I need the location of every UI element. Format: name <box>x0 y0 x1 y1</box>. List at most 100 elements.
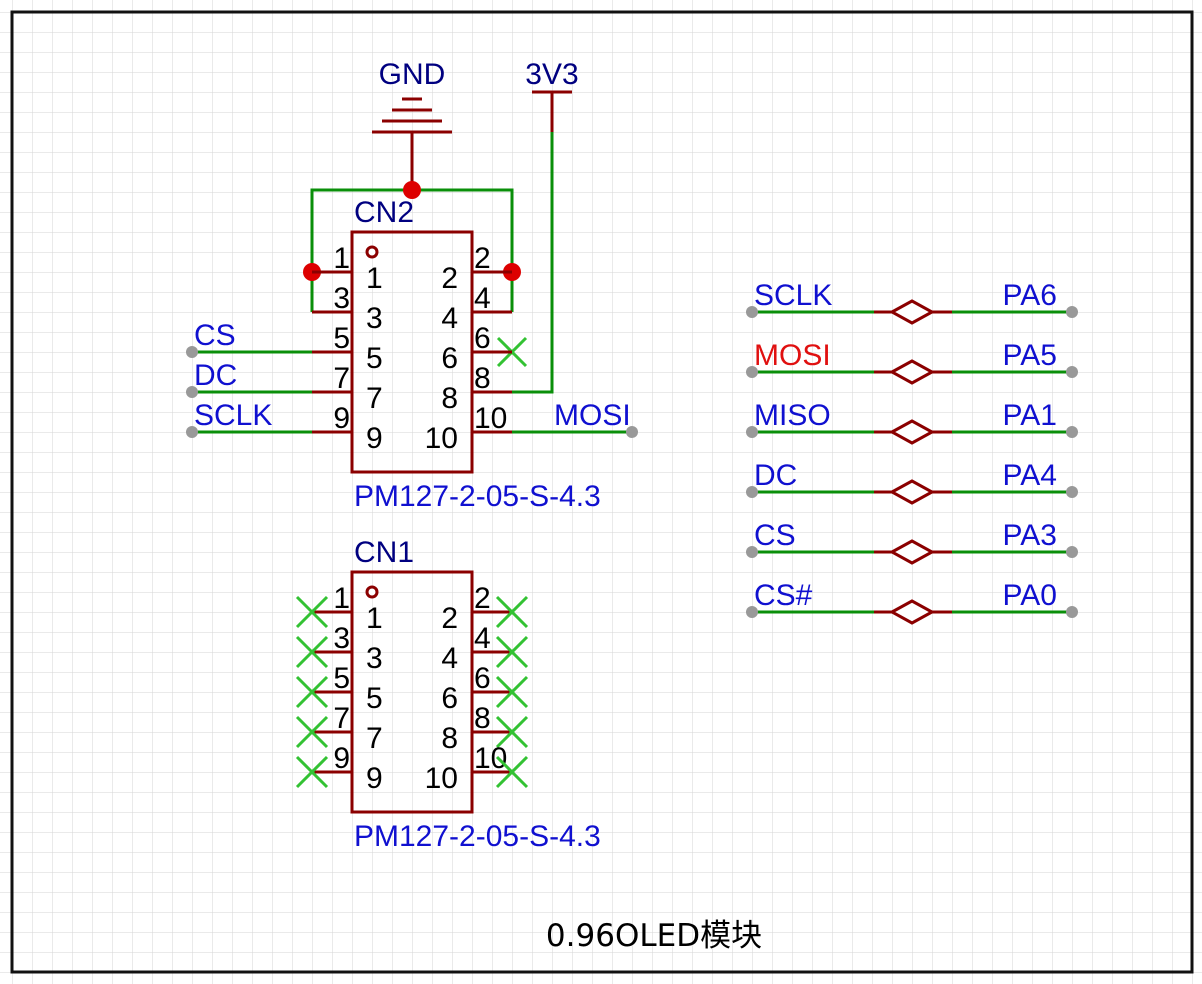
net-label-dc[interactable]: DC <box>194 359 237 392</box>
pin-number: 5 <box>333 662 350 695</box>
pin-number: 3 <box>333 622 350 655</box>
net-map-right-label: PA0 <box>1003 579 1057 612</box>
net-map-left-label: MOSI <box>754 339 831 372</box>
noconnect-mark <box>495 635 529 669</box>
net-label-cs[interactable]: CS <box>194 319 236 352</box>
net-end-dot <box>746 366 758 378</box>
pin-name: 1 <box>366 262 383 295</box>
gnd-symbol[interactable]: GND <box>372 58 452 190</box>
pin-number: 9 <box>333 402 350 435</box>
net-map-row[interactable]: CS PA3 <box>746 519 1078 565</box>
pin-name: 5 <box>366 342 383 375</box>
net-port-diamond <box>888 599 936 625</box>
pin-name: 9 <box>366 422 383 455</box>
net-end-dot <box>626 426 638 438</box>
net-label-sclk[interactable]: SCLK <box>194 399 272 432</box>
pin-name: 3 <box>366 302 383 335</box>
net-end-dot <box>1066 306 1078 318</box>
noconnect-mark <box>495 755 529 789</box>
net-map-right-label: PA3 <box>1003 519 1057 552</box>
pin-number: 1 <box>333 582 350 615</box>
pin-number: 2 <box>474 582 491 615</box>
pin-name: 6 <box>441 682 458 715</box>
net-map-left-label: CS <box>754 519 796 552</box>
net-map-right-label: PA4 <box>1003 459 1057 492</box>
net-port-diamond <box>888 419 936 445</box>
net-map-right-label: PA5 <box>1003 339 1057 372</box>
pin-number: 1 <box>333 242 350 275</box>
pin-number: 6 <box>474 322 491 355</box>
pin-number: 2 <box>474 242 491 275</box>
net-map-left-label: MISO <box>754 399 831 432</box>
net-port-diamond <box>888 359 936 385</box>
net-end-dot <box>1066 366 1078 378</box>
pin-number: 8 <box>474 702 491 735</box>
net-label-mosi[interactable]: MOSI <box>554 399 631 432</box>
refdes-label: CN2 <box>354 196 414 229</box>
pin-name: 10 <box>425 762 458 795</box>
net-end-dot <box>1066 546 1078 558</box>
net-end-dot <box>746 486 758 498</box>
net-end-dot <box>186 346 198 358</box>
pin-name: 7 <box>366 722 383 755</box>
pin-name: 9 <box>366 762 383 795</box>
part-value: PM127-2-05-S-4.3 <box>354 480 601 513</box>
net-end-dot <box>746 426 758 438</box>
net-port-diamond <box>888 539 936 565</box>
sheet-title: 0.96OLED模块 <box>546 918 762 954</box>
noconnect-mark <box>295 675 329 709</box>
pin1-marker <box>365 245 379 259</box>
net-map-right-label: PA1 <box>1003 399 1057 432</box>
net-map-row[interactable]: DC PA4 <box>746 459 1078 505</box>
pin-number: 6 <box>474 662 491 695</box>
pin-number: 7 <box>333 702 350 735</box>
pin-name: 2 <box>441 262 458 295</box>
noconnect-mark <box>495 595 529 629</box>
pin-name: 4 <box>441 642 458 675</box>
vcc-symbol[interactable]: 3V3 <box>525 58 579 132</box>
noconnect-mark <box>295 715 329 749</box>
noconnect-mark <box>495 675 529 709</box>
net-end-dot <box>746 606 758 618</box>
net-map-row[interactable]: MOSI PA5 <box>746 339 1078 385</box>
refdes-label: CN1 <box>354 536 414 569</box>
pin-name: 2 <box>441 602 458 635</box>
net-map-row[interactable]: MISO PA1 <box>746 399 1078 445</box>
net-map-row[interactable]: CS# PA0 <box>746 579 1078 625</box>
pin1-marker <box>365 585 379 599</box>
noconnect-mark <box>495 715 529 749</box>
pin-name: 5 <box>366 682 383 715</box>
part-value: PM127-2-05-S-4.3 <box>354 820 601 853</box>
noconnect-mark <box>295 755 329 789</box>
pin-number: 4 <box>474 622 491 655</box>
pin-number: 10 <box>474 402 507 435</box>
pin-number: 9 <box>333 742 350 775</box>
sheet-frame <box>10 10 1194 974</box>
junction-dot <box>403 181 421 199</box>
pin-name: 8 <box>441 722 458 755</box>
cn2-net-ends <box>186 346 638 438</box>
net-end-dot <box>1066 426 1078 438</box>
pin-name: 4 <box>441 302 458 335</box>
net-end-dot <box>746 546 758 558</box>
noconnect-mark <box>295 595 329 629</box>
pin-name: 10 <box>425 422 458 455</box>
pin-number: 3 <box>333 282 350 315</box>
net-map-left-label: DC <box>754 459 797 492</box>
net-end-dot <box>1066 606 1078 618</box>
pin-number: 5 <box>333 322 350 355</box>
pin-name: 8 <box>441 382 458 415</box>
pin-number: 7 <box>333 362 350 395</box>
net-port-diamond <box>888 479 936 505</box>
net-map-left-label: CS# <box>754 579 813 612</box>
net-end-dot <box>186 426 198 438</box>
pin-number: 10 <box>474 742 507 775</box>
net-end-dot <box>746 306 758 318</box>
net-end-dot <box>186 386 198 398</box>
pin-name: 1 <box>366 602 383 635</box>
